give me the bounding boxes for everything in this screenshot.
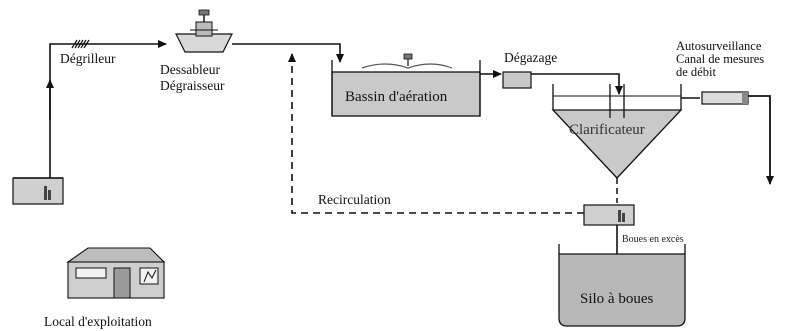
pipe-to-clarificateur	[531, 73, 623, 95]
label-boues-exces: Boues en excès	[622, 234, 684, 245]
label-bassin: Bassin d'aération	[345, 89, 448, 105]
aeration-basin	[331, 53, 481, 117]
dessableur-unit	[175, 9, 233, 53]
outlet-pipe	[748, 95, 774, 185]
label-degrilleur: Dégrilleur	[60, 51, 116, 66]
label-canal-mesures: Canal de mesures	[676, 52, 765, 66]
inlet-tank	[12, 177, 64, 205]
label-degraisseur: Dégraisseur	[160, 78, 225, 93]
label-degazage: Dégazage	[504, 50, 558, 65]
sludge-pump-tank	[583, 204, 635, 226]
label-dessableur: Dessableur	[160, 62, 220, 77]
pipe-to-bassin	[232, 43, 344, 63]
label-de-debit: de débit	[676, 65, 716, 79]
sludge-silo	[558, 244, 686, 327]
label-autosurveillance: Autosurveillance	[676, 39, 762, 53]
label-clarificateur: Clarificateur	[569, 122, 645, 138]
label-local: Local d'exploitation	[44, 314, 152, 329]
clarifier	[551, 84, 683, 179]
flow-measurement-channel	[701, 91, 749, 105]
operations-building	[66, 247, 166, 299]
degazage-tank	[502, 71, 532, 89]
recirculation-line	[288, 53, 584, 214]
label-recirculation: Recirculation	[318, 192, 391, 207]
label-silo: Silo à boues	[580, 291, 654, 307]
degrilleur-grid	[71, 39, 90, 49]
inlet-pipe	[49, 40, 167, 178]
